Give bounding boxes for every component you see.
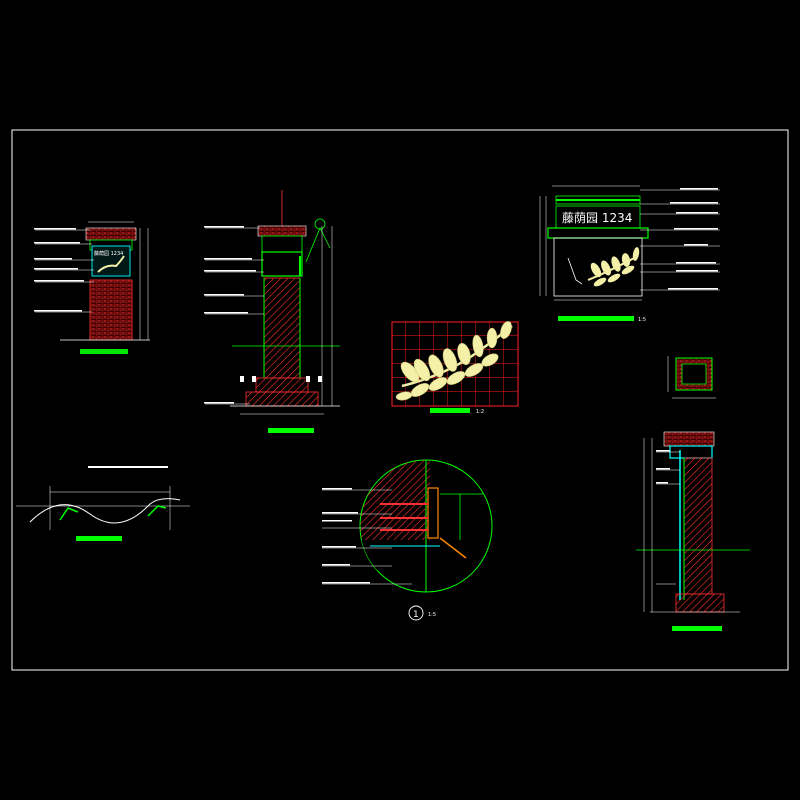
drawing-frame xyxy=(11,129,789,671)
sign-panel-scale: 1:5 xyxy=(638,317,646,323)
sign-text-small: 藤荫园 1234 xyxy=(94,250,123,257)
edge-profile-detail xyxy=(16,466,190,541)
sign-panel-elevation: 藤荫园 1234 xyxy=(539,185,720,323)
detail-callout-scale: 1:5 xyxy=(428,612,436,618)
pillar-cap-plan xyxy=(667,356,716,399)
circular-detail-view: 1 1:5 xyxy=(322,459,493,621)
leaf-enlargement-grid: 1:2 xyxy=(391,321,519,415)
sign-text: 藤荫园 1234 xyxy=(562,211,632,225)
pillar-elevation-view: 藤荫园 1234 xyxy=(34,221,150,354)
pillar-section-view xyxy=(204,190,340,433)
pillar-side-section xyxy=(636,431,750,631)
detail-callout-bubble xyxy=(408,605,424,621)
leaf-grid-scale: 1:2 xyxy=(476,409,484,415)
detail-callout-number: 1 xyxy=(413,610,419,620)
